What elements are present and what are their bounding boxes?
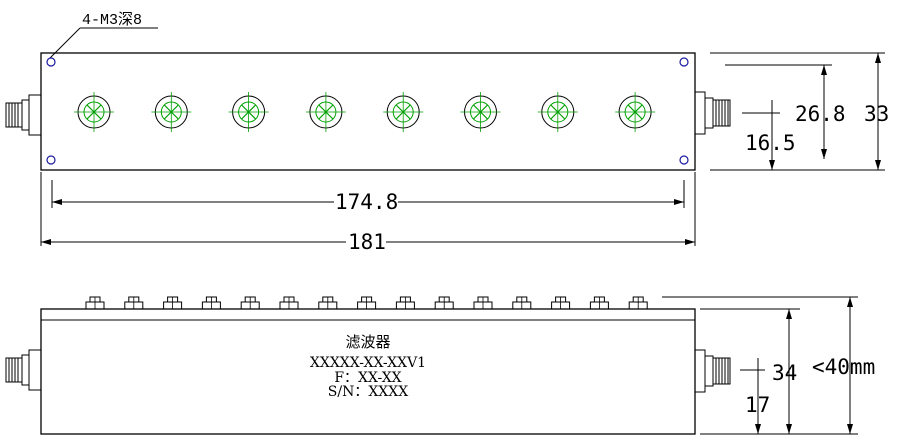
- frequency-range: F：XX-XX: [334, 370, 401, 386]
- tuning-screw: [460, 92, 501, 132]
- mount-hole-tr: [679, 57, 689, 67]
- side-screw: [357, 296, 377, 310]
- mount-holes: [46, 57, 689, 165]
- dim-181-label: 181: [348, 230, 386, 254]
- top-body-outline: [40, 52, 696, 171]
- tuning-screw: [228, 92, 269, 132]
- dim-174-label: 174.8: [335, 190, 398, 214]
- side-screw: [473, 296, 493, 310]
- tuning-screw: [383, 92, 424, 132]
- side-screw: [279, 296, 299, 310]
- tuning-screws: [74, 92, 656, 132]
- side-view: 滤波器 XXXXX-XX-XXV1 F：XX-XX S/N：XXXX 34 17…: [5, 296, 875, 435]
- hole-callout-text: 4-M3深8: [82, 11, 142, 29]
- right-connector-top: [694, 91, 731, 135]
- side-screw: [589, 296, 609, 310]
- dim-33-label: 33: [864, 102, 889, 126]
- side-screw: [551, 296, 571, 310]
- side-screw: [85, 296, 105, 310]
- tuning-screw: [537, 92, 578, 132]
- left-connector-top: [5, 94, 42, 136]
- mount-hole-tl: [46, 57, 56, 67]
- model-number: XXXXX-XX-XXV1: [310, 355, 426, 371]
- left-connector-side: [5, 349, 42, 391]
- side-screw: [318, 296, 338, 310]
- side-screw: [201, 296, 221, 310]
- dim-34-label: 34: [772, 361, 797, 385]
- dim-17-label: 17: [745, 393, 770, 417]
- product-name: 滤波器: [345, 333, 390, 351]
- tuning-screw: [305, 92, 346, 132]
- mount-hole-br: [679, 155, 689, 165]
- side-screw: [434, 296, 454, 310]
- side-screw: [628, 296, 648, 310]
- side-screw: [395, 296, 415, 310]
- top-view: 4-M3深8: [5, 11, 889, 254]
- mount-hole-bl: [46, 155, 56, 165]
- tuning-screw: [151, 92, 192, 132]
- side-screw: [124, 296, 144, 310]
- tuning-screw: [74, 92, 114, 132]
- side-screw: [163, 296, 183, 310]
- side-screw: [240, 296, 260, 310]
- serial-number: S/N：XXXX: [328, 384, 408, 400]
- dim-26-label: 26.8: [795, 102, 846, 126]
- side-screw: [512, 296, 532, 310]
- right-connector-side: [694, 349, 731, 393]
- dim-16-label: 16.5: [745, 131, 796, 155]
- side-screws: [85, 296, 648, 310]
- tuning-screw: [615, 92, 656, 132]
- dim-40-label: <40mm: [812, 355, 875, 379]
